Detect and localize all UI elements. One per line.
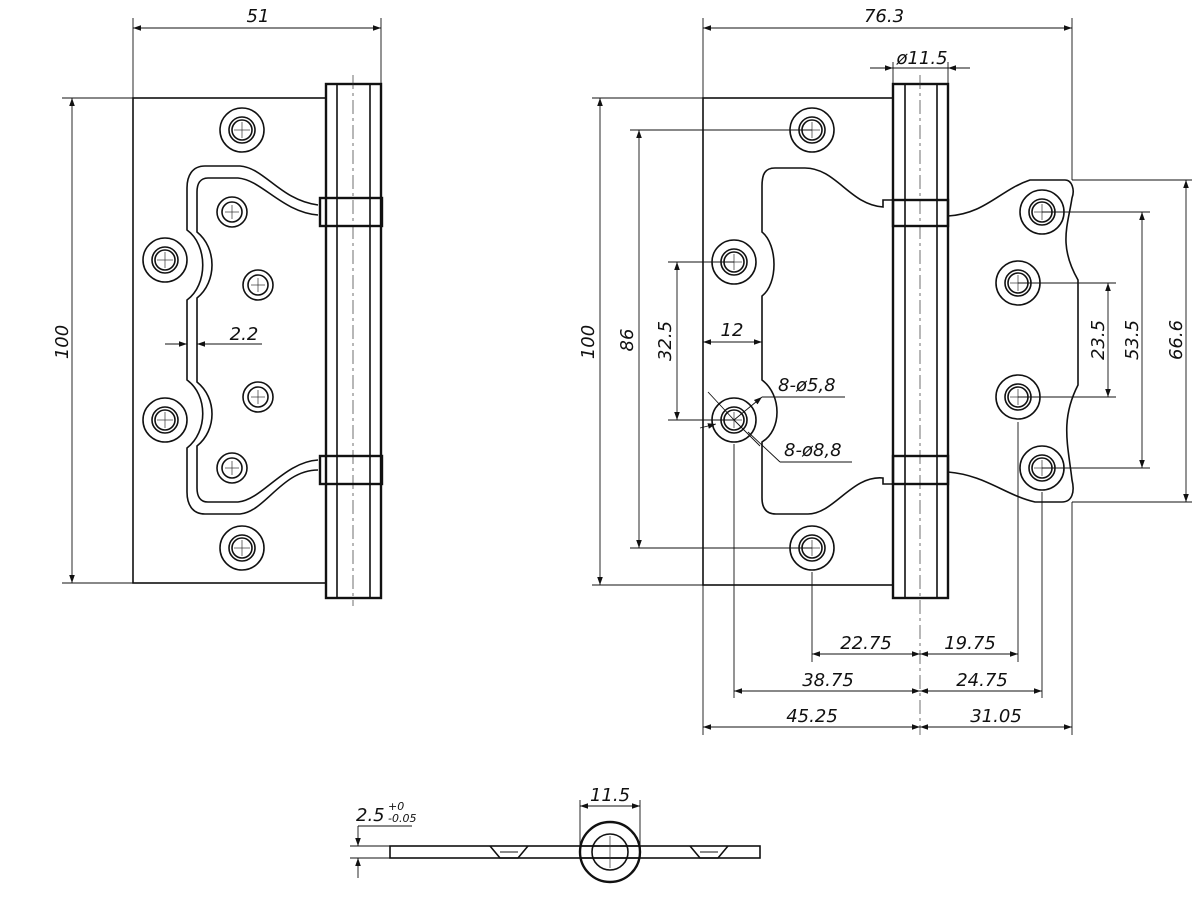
section-thickness-tol-upper: +0 <box>388 800 404 813</box>
section-thickness-dim: 2.5 <box>356 805 385 826</box>
bottom-dim-2-left: 38.75 <box>802 670 854 691</box>
left-hole-4 <box>219 525 265 571</box>
section-thickness-tol-lower: -0.05 <box>388 812 416 825</box>
right-knuckle-band-top <box>891 198 950 228</box>
wing-inner-span-dim: 23.5 <box>1088 320 1109 360</box>
section-view: 11.5 2.5 +0 -0.05 <box>350 785 761 884</box>
right-knuckle-band-bottom <box>891 454 950 486</box>
left-cutout-outer <box>186 165 319 515</box>
right-cutout <box>761 167 893 515</box>
countersink-callout: 8-ø8,8 <box>784 440 842 461</box>
section-knuckle-dim: 11.5 <box>590 785 630 806</box>
right-knuckle-dia-dim: ø11.5 <box>895 48 947 69</box>
right-leaf-plate <box>702 97 894 586</box>
left-hole-3 <box>142 397 188 443</box>
left-cutout-inner <box>196 177 319 503</box>
left-gap-dim: 2.2 <box>230 324 259 345</box>
left-hole-2 <box>142 237 188 283</box>
right-width-dim: 76.3 <box>864 6 904 27</box>
left-hole-1 <box>219 107 265 153</box>
section-leaf <box>389 845 761 859</box>
section-knuckle-inner <box>591 833 629 871</box>
left-view: 51 100 2.2 <box>52 6 384 606</box>
right-knuckle-barrel <box>891 82 950 600</box>
left-hole-8 <box>216 452 248 484</box>
left-knuckle-band-top <box>318 196 384 228</box>
left-height-dim: 100 <box>52 325 73 359</box>
right-wing <box>947 179 1079 503</box>
bottom-dim-1-right: 19.75 <box>944 633 996 654</box>
right-inner-span-dim: 32.5 <box>655 321 676 361</box>
left-hole-5 <box>216 196 248 228</box>
right-height-dim: 100 <box>578 325 599 359</box>
bottom-dim-3-right: 31.05 <box>970 706 1022 727</box>
bottom-dim-1-left: 22.75 <box>840 633 892 654</box>
left-width-dim: 51 <box>247 6 270 27</box>
wing-outer-span-dim: 66.6 <box>1166 320 1187 360</box>
wing-mid-span-dim: 53.5 <box>1122 320 1143 360</box>
left-knuckle-barrel <box>324 82 383 600</box>
right-outer-span-dim: 86 <box>617 329 638 352</box>
left-hole-7 <box>242 381 274 413</box>
right-view: 76.3 ø11.5 100 86 32.5 12 8-ø5 <box>578 6 1192 735</box>
left-hole-6 <box>242 269 274 301</box>
bottom-dim-2-right: 24.75 <box>956 670 1008 691</box>
small-hole-callout: 8-ø5,8 <box>778 375 836 396</box>
right-hole-offset-dim: 12 <box>721 320 744 341</box>
bottom-dim-3-left: 45.25 <box>786 706 838 727</box>
left-knuckle-band-bottom <box>318 454 384 486</box>
